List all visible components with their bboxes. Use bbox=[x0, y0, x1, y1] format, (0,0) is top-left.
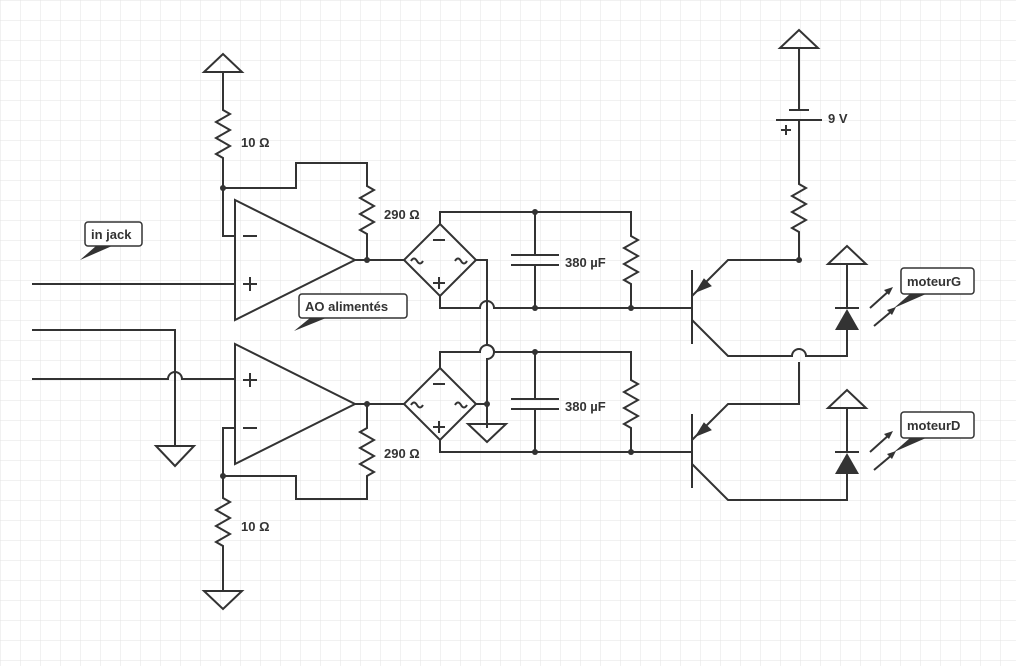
ground-symbol-bottom-left bbox=[201, 590, 245, 611]
resistor-label-290-bottom: 290 Ω bbox=[384, 446, 420, 461]
callout-label-moteur-d: moteurD bbox=[907, 418, 960, 433]
capacitor-bottom bbox=[511, 349, 634, 455]
transistor-bottom bbox=[691, 362, 848, 501]
capacitor-top bbox=[511, 209, 634, 311]
resistor-label-290-top: 290 Ω bbox=[384, 207, 420, 222]
capacitor-label-top: 380 µF bbox=[565, 255, 606, 270]
opamp-top bbox=[234, 198, 358, 322]
bridge-rectifier-bottom bbox=[402, 344, 692, 453]
ground-symbol-center bbox=[465, 423, 509, 444]
callout-moteur-g: moteurG bbox=[894, 267, 975, 308]
battery-label: 9 V bbox=[828, 111, 848, 126]
led-motor-g bbox=[825, 244, 896, 330]
callout-label-ao-alimentes: AO alimentés bbox=[305, 299, 388, 314]
led-motor-d bbox=[825, 388, 896, 474]
input-wires bbox=[32, 283, 235, 445]
bottom-feedback-network bbox=[201, 401, 404, 611]
transistor-top bbox=[691, 257, 848, 357]
ground-symbol-input bbox=[153, 445, 197, 468]
opamp-bottom bbox=[234, 342, 358, 466]
callout-in-jack: in jack bbox=[80, 221, 143, 260]
callout-label-in-jack: in jack bbox=[91, 227, 132, 242]
resistor-label-10-top: 10 Ω bbox=[241, 135, 270, 150]
battery-9v bbox=[776, 28, 822, 260]
capacitor-label-bottom: 380 µF bbox=[565, 399, 606, 414]
callout-ao-alimentes: AO alimentés bbox=[294, 293, 408, 331]
callout-moteur-d: moteurD bbox=[894, 411, 975, 452]
top-feedback-network bbox=[201, 52, 404, 263]
resistor-label-10-bottom: 10 Ω bbox=[241, 519, 270, 534]
callout-label-moteur-g: moteurG bbox=[907, 274, 961, 289]
